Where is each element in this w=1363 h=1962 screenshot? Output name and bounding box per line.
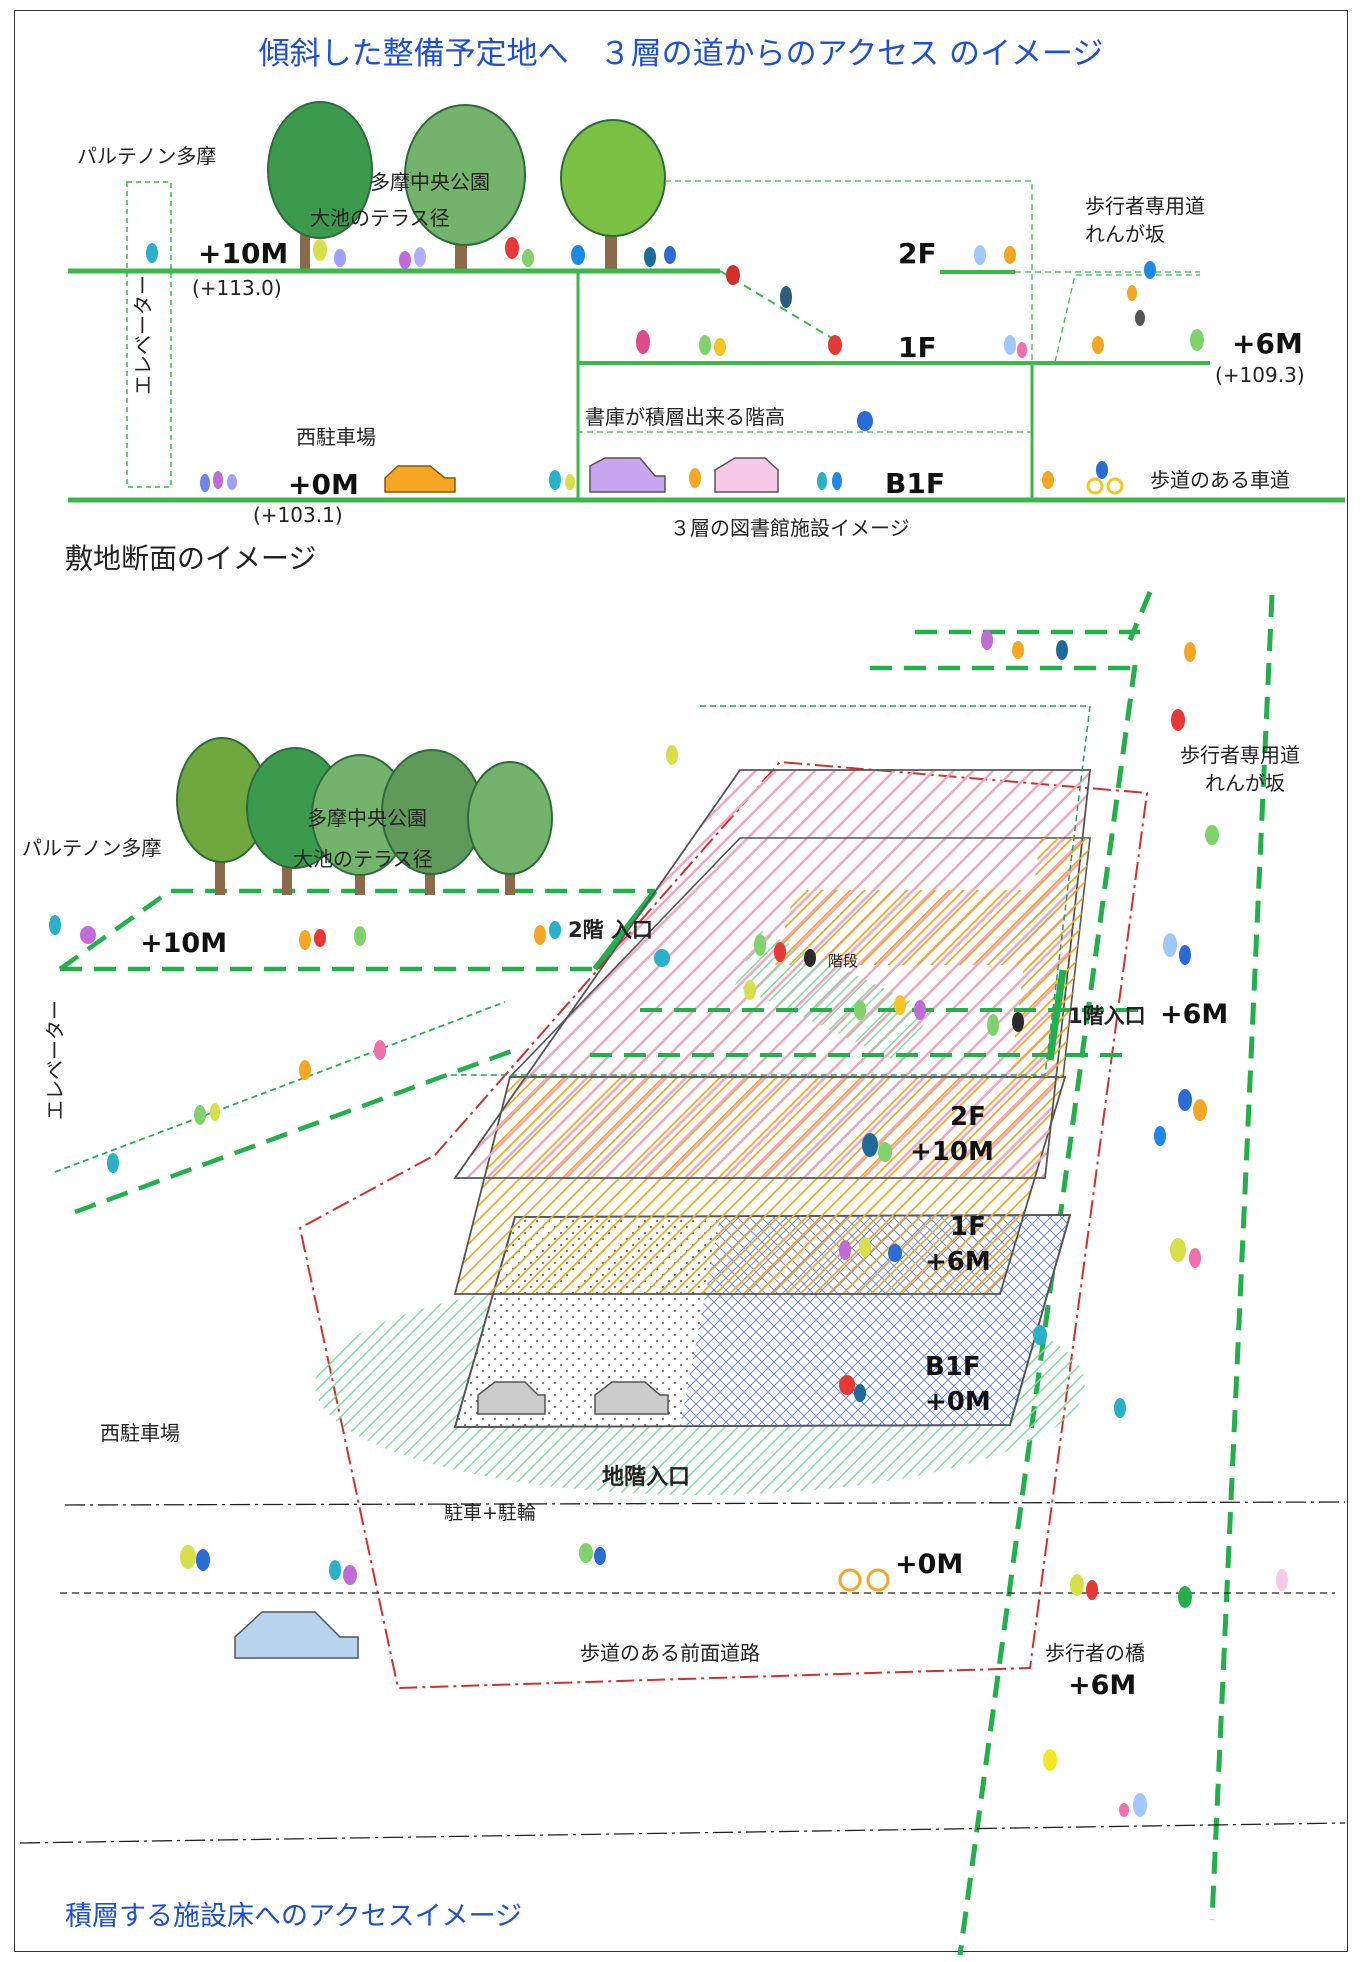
iso-diagram: パルテノン多摩 多摩中央公園 大池のテラス径 +10M 2階 入口 階段 1階入… <box>19 591 1346 1956</box>
iso-road-line-3 <box>19 1822 1346 1844</box>
top-title: 傾斜した整備予定地へ ３層の道からのアクセス のイメージ <box>259 36 1104 72</box>
iso-walkway-line2: れんが坂 <box>1205 771 1285 795</box>
iso-floor-1f-level: +6M <box>925 1247 991 1277</box>
iso-front-road: 歩道のある前面道路 <box>580 1641 760 1665</box>
iso-entry-1f-edge <box>1046 969 1067 1061</box>
section-sidewalk-road: 歩道のある車道 <box>1150 468 1290 492</box>
section-stack-note: 書庫が積層出来る階高 <box>585 405 785 429</box>
section-level-0: +0M <box>288 468 359 501</box>
iso-stairs-label: 階段 <box>828 952 858 970</box>
iso-floor-2f-level: +10M <box>910 1137 994 1167</box>
section-walkway-line1: 歩行者専用道 <box>1085 194 1205 218</box>
iso-road-line-1 <box>64 1501 1346 1506</box>
iso-entry-2f-edge <box>592 889 658 971</box>
iso-parking-bikes: 駐車+駐輪 <box>444 1502 536 1524</box>
iso-entry-1f: 1階入口 <box>1068 1004 1146 1028</box>
iso-path-right-b <box>957 664 1138 1956</box>
iso-site-boundary <box>298 760 1149 1690</box>
iso-path-right-c <box>1209 594 1275 1921</box>
section-floor-2f: 2F <box>898 237 937 270</box>
iso-parthenon-label: パルテノン多摩 <box>22 836 161 860</box>
section-people <box>146 237 1204 495</box>
section-cars <box>384 457 779 493</box>
iso-floor-1f-label: 1F <box>950 1212 986 1242</box>
bottom-title: 積層する施設床へのアクセスイメージ <box>65 1901 522 1932</box>
section-level-10: +10M <box>198 237 288 270</box>
iso-parking-label: 西駐車場 <box>100 1421 180 1445</box>
section-park-line2: 大池のテラス径 <box>310 206 450 230</box>
section-elevator-label: エレベーター <box>131 275 155 395</box>
page-frame <box>14 10 1348 1952</box>
section-elev-109: (+109.3) <box>1215 363 1305 387</box>
iso-level-10: +10M <box>140 928 227 959</box>
iso-elevator-label: エレベーター <box>43 1000 67 1120</box>
section-level-6: +6M <box>1232 327 1303 360</box>
iso-stairs <box>735 930 930 1065</box>
iso-trees <box>176 737 553 895</box>
section-diagram: エレベーター パルテノン多摩 多摩中央公園 大池のテラス径 +10M (+113… <box>68 101 1345 540</box>
section-elev-103: (+103.1) <box>253 503 343 527</box>
iso-platform-10m <box>58 888 655 971</box>
section-park-line1: 多摩中央公園 <box>370 170 490 194</box>
section-walkway-line2: れんが坂 <box>1085 222 1165 246</box>
iso-floor-b1f-label: B1F <box>925 1352 981 1382</box>
section-elev-113: (+113.0) <box>192 276 282 300</box>
iso-floor-b1f-level: +0M <box>925 1387 991 1417</box>
section-floor-1f: 1F <box>898 331 937 364</box>
iso-park-line2: 大池のテラス径 <box>293 847 433 871</box>
iso-floor-2f-label: 2F <box>950 1102 986 1132</box>
section-floor-b1f: B1F <box>885 467 945 500</box>
iso-entry-2f: 2階 入口 <box>568 918 653 942</box>
iso-basement-entry: 地階入口 <box>602 1465 690 1490</box>
section-trees <box>267 101 666 270</box>
iso-people <box>49 630 1288 1817</box>
section-title: 敷地断面のイメージ <box>65 542 316 575</box>
iso-level-0-road: +0M <box>895 1549 963 1580</box>
section-library-caption: ３層の図書館施設イメージ <box>670 516 910 540</box>
iso-walkway-line1: 歩行者専用道 <box>1180 743 1300 767</box>
section-elevator-shaft <box>126 181 172 488</box>
iso-level-6-entry: +6M <box>1160 999 1228 1030</box>
iso-bridge-level: +6M <box>1068 1670 1136 1701</box>
iso-car-front <box>234 1611 359 1659</box>
section-parking-label: 西駐車場 <box>296 425 376 449</box>
section-parthenon-label: パルテノン多摩 <box>77 144 216 168</box>
iso-park-line1: 多摩中央公園 <box>307 806 427 830</box>
iso-bridge-label: 歩行者の橋 <box>1045 1641 1145 1665</box>
